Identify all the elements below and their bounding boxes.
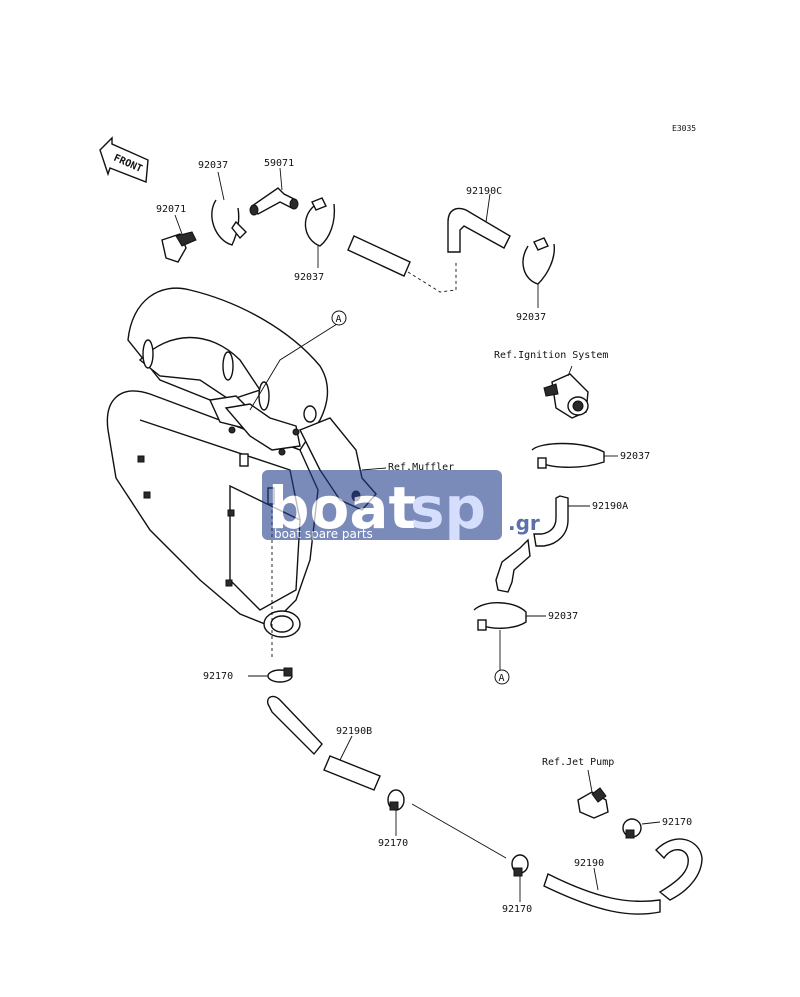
label-92190: 92190 xyxy=(574,858,604,869)
connection-line xyxy=(411,803,507,859)
label-92190B: 92190B xyxy=(336,726,372,737)
label-59071: 59071 xyxy=(264,158,294,169)
jet-pump-fitting-icon xyxy=(577,769,609,819)
label-92170-right: 92170 xyxy=(662,817,692,828)
label-92037-ignition: 92037 xyxy=(620,451,650,462)
svg-text:sp: sp xyxy=(410,474,486,542)
hose-segment-icon xyxy=(347,235,411,277)
part-59071-fitting-icon xyxy=(249,167,299,216)
svg-text:.gr: .gr xyxy=(508,511,540,535)
label-92170-left: 92170 xyxy=(203,671,233,682)
label-92170-bottom: 92170 xyxy=(502,904,532,915)
label-92071: 92071 xyxy=(156,204,186,215)
diagram-code: E3035 xyxy=(672,124,696,133)
front-arrow-icon: FRONT xyxy=(99,136,149,183)
part-92170-hose-clamp-icon xyxy=(387,789,405,836)
part-92170-hose-clamp-icon xyxy=(511,854,529,902)
label-92170-mid: 92170 xyxy=(378,838,408,849)
label-92037-right: 92037 xyxy=(516,312,546,323)
ignition-coil-fitting-icon xyxy=(543,365,589,419)
part-92037-clamp-icon xyxy=(473,602,546,670)
ref-jet-pump-label: Ref.Jet Pump xyxy=(542,757,614,768)
part-92190-long-hose-icon xyxy=(543,838,703,915)
svg-text:A: A xyxy=(336,314,342,325)
svg-text:boat: boat xyxy=(268,474,416,542)
part-92037-clamp-icon xyxy=(304,197,336,268)
exhaust-manifold-assembly-icon xyxy=(106,287,377,638)
boatsp-watermark-logo: boat sp .gr boat spare parts xyxy=(262,470,540,542)
part-92190A-elbow-hose-icon xyxy=(495,495,590,593)
svg-text:boat spare parts: boat spare parts xyxy=(274,527,373,541)
part-92037-clamp-icon xyxy=(531,442,618,469)
part-92037-clamp-icon xyxy=(211,171,247,246)
callout-a-lower: A xyxy=(494,669,510,685)
part-92170-hose-clamp-icon xyxy=(622,818,661,839)
muffler-leader xyxy=(361,467,387,471)
label-92190A: 92190A xyxy=(592,501,628,512)
elbow-hose-segment-icon xyxy=(266,695,323,756)
part-92170-hose-clamp-icon xyxy=(248,667,293,683)
hose-route-line xyxy=(407,262,457,293)
label-92190C: 92190C xyxy=(466,186,502,197)
part-92190B-hose-icon xyxy=(323,735,381,791)
callout-a-top: A xyxy=(249,310,347,411)
part-92037-clamp-icon xyxy=(522,237,555,308)
ref-muffler-label: Ref.Muffler xyxy=(388,462,454,473)
svg-text:A: A xyxy=(499,673,505,684)
ref-ignition-label: Ref.Ignition System xyxy=(494,350,608,361)
part-92190C-elbow-hose-icon xyxy=(447,193,511,253)
label-92037-top: 92037 xyxy=(198,160,228,171)
part-92071-plug-icon xyxy=(161,214,197,263)
label-92037-mid: 92037 xyxy=(294,272,324,283)
label-92037-low: 92037 xyxy=(548,611,578,622)
